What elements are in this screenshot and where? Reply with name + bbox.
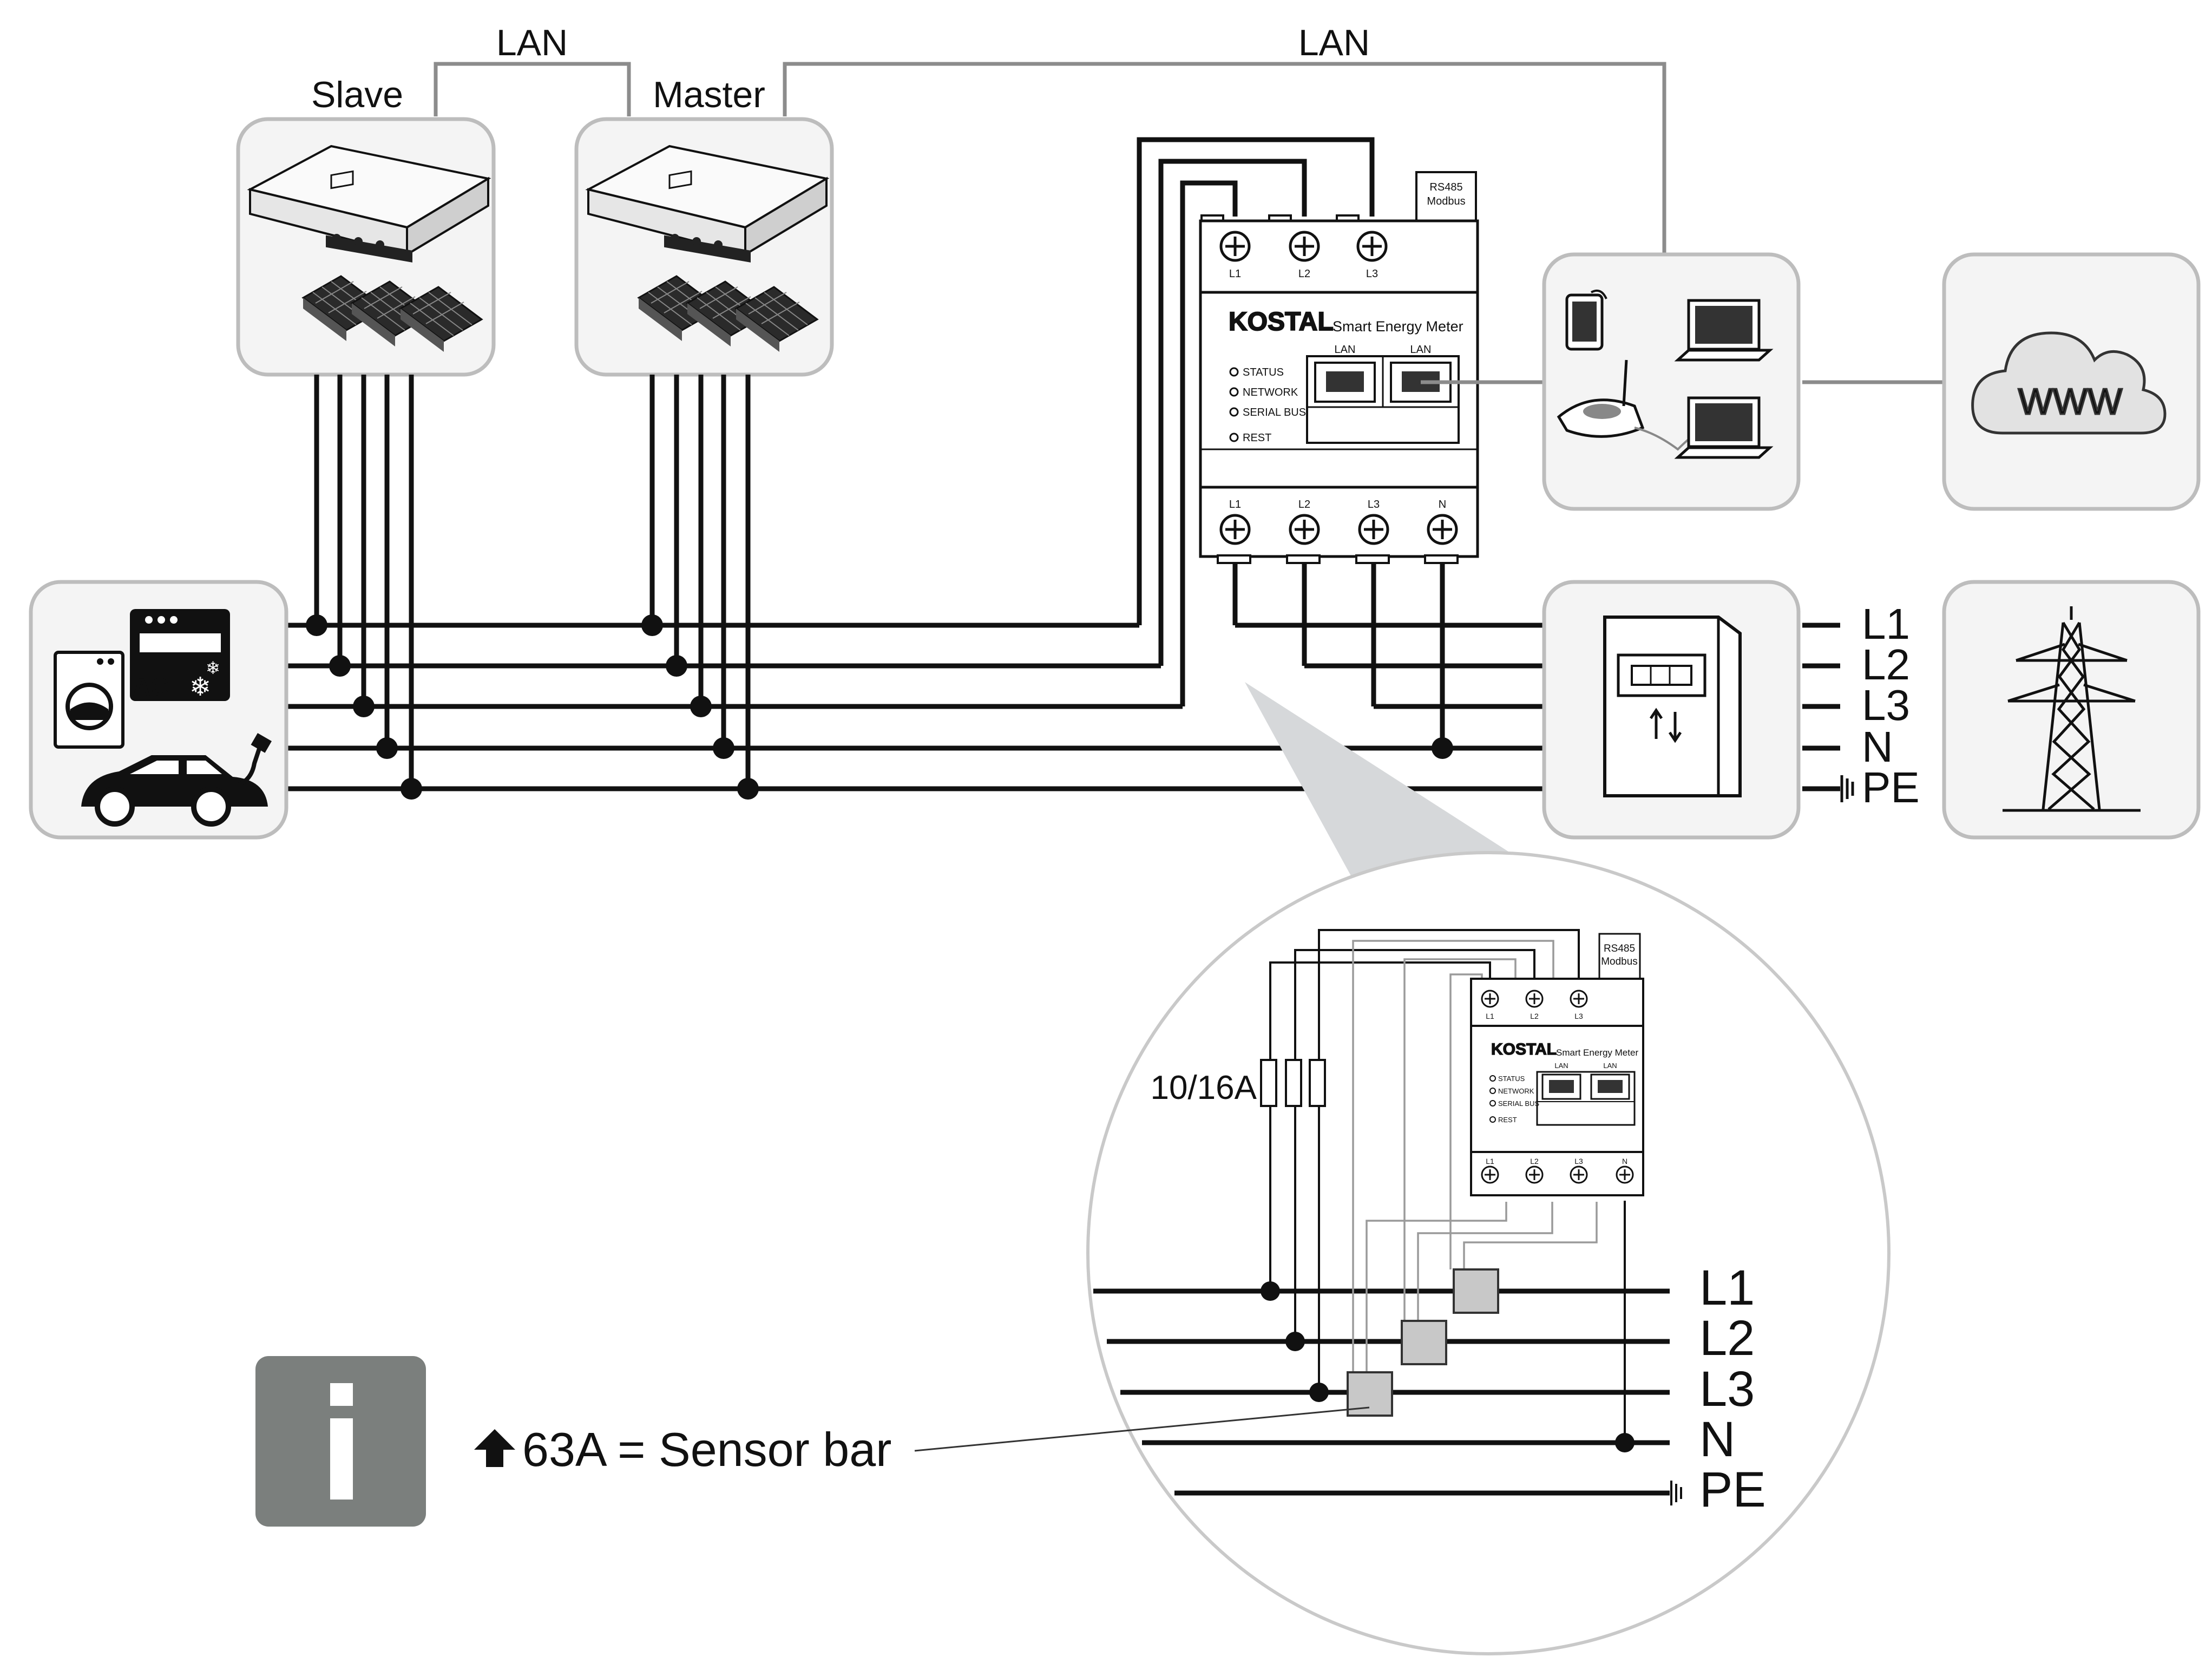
svg-text:L2: L2 [1298, 499, 1310, 510]
svg-text:STATUS: STATUS [1498, 1075, 1525, 1083]
svg-text:Smart Energy Meter: Smart Energy Meter [1556, 1047, 1638, 1058]
power-pylon-icon [2003, 606, 2141, 812]
lan-label-right: LAN [1298, 22, 1370, 63]
laptop-icon [1678, 398, 1770, 457]
svg-text:LAN: LAN [1410, 344, 1432, 356]
svg-text:LAN: LAN [1554, 1062, 1568, 1070]
slave-inverter [236, 117, 496, 377]
grid-line-l3: L3 [1862, 681, 1910, 729]
svg-text:LAN: LAN [1335, 344, 1356, 356]
sensor-pointer-line [914, 1406, 1370, 1452]
inverter-feed-wires [314, 375, 751, 789]
svg-text:❄: ❄ [206, 658, 220, 678]
svg-text:NETWORK: NETWORK [1498, 1087, 1534, 1095]
lan-label-left: LAN [496, 22, 568, 63]
router-icon [1557, 359, 1716, 451]
svg-text:L2: L2 [1298, 268, 1310, 280]
top-terminals: L1 L2 L3 [1221, 232, 1386, 280]
grid-meter-box [1542, 580, 1801, 840]
electric-car-icon [81, 733, 272, 827]
detail-line-pe: PE [1699, 1462, 1766, 1517]
svg-text:L2: L2 [1530, 1157, 1539, 1166]
detail-line-l1: L1 [1699, 1260, 1755, 1315]
svg-text:L1: L1 [1486, 1157, 1494, 1166]
detail-line-n: N [1699, 1412, 1735, 1467]
svg-text:SERIAL BUS: SERIAL BUS [1498, 1099, 1539, 1108]
meter-voltage-wires [1137, 137, 1375, 706]
svg-text:L3: L3 [1368, 499, 1380, 510]
internet-cloud: WWW [1942, 252, 2201, 511]
bottom-terminals: L1 L2 L3 N [1221, 499, 1456, 544]
laptop-icon [1678, 300, 1770, 360]
fuse-label: 10/16A [1150, 1069, 1257, 1107]
lan-cable-slave-master [434, 62, 631, 116]
grid-line-l1: L1 [1862, 600, 1910, 648]
cloud-icon: WWW [1971, 331, 2167, 435]
meter-brand: KOSTAL [1229, 307, 1334, 336]
svg-text:LAN: LAN [1603, 1062, 1617, 1070]
utility-grid-box [1942, 580, 2201, 840]
svg-text:L3: L3 [1574, 1157, 1583, 1166]
master-inverter [574, 117, 834, 377]
svg-text:NETWORK: NETWORK [1243, 387, 1298, 398]
grid-line-labels: L1 L2 L3 N PE [1802, 600, 1920, 811]
svg-text:❄: ❄ [189, 672, 211, 702]
svg-text:L1: L1 [1486, 1012, 1494, 1020]
consumers-box: AC ❄ ❄ [29, 580, 288, 840]
arrow-up-icon [474, 1429, 515, 1467]
status-leds: STATUS NETWORK SERIAL BUS REST [1229, 366, 1306, 444]
master-label: Master [653, 74, 765, 115]
slave-label: Slave [311, 74, 403, 115]
svg-text:N: N [1439, 499, 1446, 510]
svg-text:SERIAL BUS: SERIAL BUS [1243, 407, 1306, 418]
smart-energy-meter: RS485 Modbus L1 L2 L3 KOSTAL Smart Energ… [1199, 171, 1479, 564]
svg-text:REST: REST [1243, 432, 1271, 444]
svg-text:L1: L1 [1229, 268, 1241, 280]
ac-label: AC [133, 673, 168, 701]
bus-junction-dots [306, 614, 1453, 800]
rs485-label: RS485 [1429, 181, 1462, 193]
svg-text:REST: REST [1498, 1116, 1517, 1124]
svg-text:RS485: RS485 [1604, 943, 1635, 954]
detail-line-l2: L2 [1699, 1311, 1755, 1366]
grid-line-l2: L2 [1862, 640, 1910, 689]
info-note: 63A = Sensor bar [255, 1356, 891, 1527]
www-label: WWW [2018, 381, 2123, 422]
detail-line-l3: L3 [1699, 1361, 1755, 1417]
zoom-detail: L1 L2 L3 N PE 10/16A [914, 851, 1891, 1655]
lan-cable-master-router [783, 62, 1666, 254]
zoom-cone [1245, 682, 1510, 880]
meter-current-wires [1232, 558, 1445, 748]
smart-energy-meter-detail: RS485 Modbus L1 L2 L3 KOSTAL Smart Energ… [1470, 933, 1644, 1196]
fuse-block [1260, 1059, 1326, 1107]
svg-text:L1: L1 [1229, 499, 1241, 510]
grid-meter-icon [1603, 616, 1742, 797]
svg-text:N: N [1622, 1157, 1627, 1166]
svg-text:L2: L2 [1530, 1012, 1539, 1020]
meter-model: Smart Energy Meter [1333, 318, 1463, 335]
sensor-note: 63A = Sensor bar [522, 1423, 891, 1476]
tablet-icon [1565, 290, 1607, 351]
grid-line-pe: PE [1862, 763, 1920, 811]
svg-text:STATUS: STATUS [1243, 366, 1284, 378]
svg-text:L3: L3 [1574, 1012, 1583, 1020]
grid-line-n: N [1862, 723, 1893, 771]
network-devices [1542, 252, 1801, 511]
modbus-label: Modbus [1427, 195, 1465, 207]
svg-text:Modbus: Modbus [1601, 956, 1638, 967]
svg-text:KOSTAL: KOSTAL [1491, 1040, 1557, 1058]
household-appliances-icon: AC ❄ ❄ [54, 609, 230, 749]
svg-text:L3: L3 [1366, 268, 1378, 280]
